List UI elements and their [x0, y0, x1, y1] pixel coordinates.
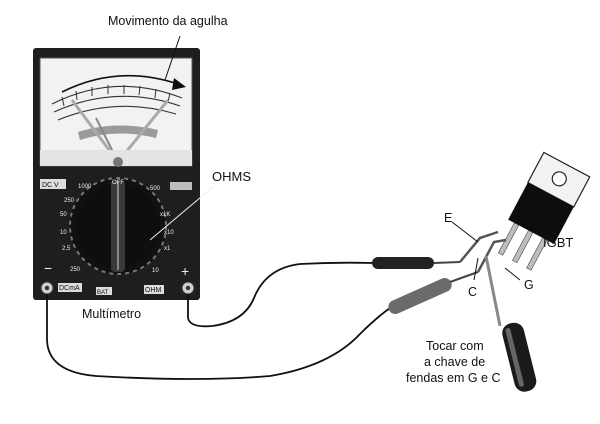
- screwdriver: [484, 255, 537, 392]
- igbt-mounting-hole: [551, 171, 567, 187]
- positive-jack-hole: [185, 285, 191, 291]
- range-marking-2: 250: [64, 198, 75, 204]
- black-probe-tip: [433, 261, 461, 264]
- screwdriver-shaft: [484, 255, 502, 327]
- range-marking-8: x1: [164, 246, 171, 252]
- ohms-label: OHMS: [212, 169, 251, 184]
- range-marking-4: 10: [60, 230, 67, 236]
- screwdriver-handle-highlight: [505, 328, 524, 387]
- minus-marking: −: [44, 260, 52, 276]
- wires: [46, 261, 391, 380]
- ohms-leader: [149, 185, 215, 241]
- needle-movement-arrow: [61, 74, 179, 93]
- bat-marking: BAT: [97, 290, 109, 296]
- needle-label-leader: [164, 35, 181, 81]
- dcv-marking: DC V: [42, 182, 59, 189]
- emitter-label: E: [444, 211, 452, 225]
- igbt-lead-emitter: [526, 237, 548, 271]
- needle-pivot: [113, 157, 123, 167]
- off-marking: OFF: [112, 180, 124, 186]
- igbt-lead-collector: [512, 229, 534, 264]
- instruction-line-3: fendas em G e C: [406, 371, 501, 385]
- black-probe-wire: [187, 261, 375, 328]
- label-leaders: [451, 221, 521, 281]
- range-marking-5: 2.5: [62, 246, 71, 252]
- ohm-scale-box: [170, 182, 192, 190]
- negative-jack-hole: [44, 285, 50, 291]
- range-marking-9: x10: [164, 230, 174, 236]
- black-probe[interactable]: [372, 257, 461, 269]
- multimeter-label: Multímetro: [82, 307, 141, 321]
- instruction-line-2: a chave de: [424, 355, 485, 369]
- igbt-body: [508, 182, 574, 244]
- igbt-transistor: [459, 151, 591, 273]
- black-probe-handle[interactable]: [372, 257, 434, 269]
- range-marking-1: 1000: [78, 184, 92, 190]
- dcv-box: [40, 179, 66, 189]
- range-marking-6: 250: [70, 267, 81, 273]
- gray-probe-wire: [46, 294, 391, 380]
- range-marking-10: x1K: [160, 212, 170, 218]
- range-marking-11: 500: [150, 186, 161, 192]
- multimeter: DC V OFF 1000 250 50 10 2.5 250 10 x1 x1…: [33, 35, 215, 300]
- emitter-lead-bend: [459, 230, 499, 263]
- needle-arrowhead: [172, 78, 186, 90]
- ohm-jack-marking: OHM: [145, 287, 162, 294]
- range-marking-7: 10: [152, 268, 159, 274]
- gray-probe-handle[interactable]: [386, 276, 454, 316]
- scale-band: [78, 125, 158, 140]
- dcma-box: [58, 283, 82, 292]
- plus-marking: +: [181, 263, 189, 279]
- needle-movement-label: Movimento da agulha: [108, 14, 228, 28]
- bat-box: [96, 287, 112, 295]
- range-marking-3: 50: [60, 212, 67, 218]
- instruction-line-1: Tocar com: [426, 339, 484, 353]
- igbt-label: IGBT: [543, 235, 573, 250]
- dcma-marking: DCmA: [59, 285, 80, 292]
- collector-lead-bend: [476, 238, 507, 273]
- ohm-jack-box: [144, 285, 164, 294]
- collector-label: C: [468, 285, 477, 299]
- scale-ticks: [61, 85, 171, 107]
- gray-probe-tip: [449, 271, 479, 283]
- igbt-lead-gate: [497, 222, 520, 256]
- gate-label: G: [524, 278, 534, 292]
- gray-probe[interactable]: [386, 271, 479, 316]
